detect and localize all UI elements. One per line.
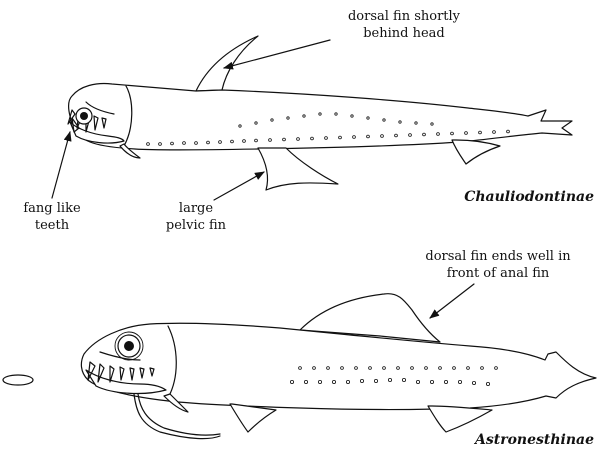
top-label-teeth-line2: teeth xyxy=(35,218,70,233)
bottom-label-dorsal-line1: dorsal fin ends well in xyxy=(425,249,571,264)
bottom-dorsal-arrow xyxy=(430,284,474,318)
chauliodontinae-fish xyxy=(68,36,572,190)
top-label-teeth-line1: fang like xyxy=(23,201,81,216)
top-label-teeth: fang like teeth xyxy=(23,201,81,233)
top-label-pelvic-line1: large xyxy=(179,201,213,216)
top-pelvic-arrow xyxy=(214,172,264,200)
top-label-dorsal: dorsal fin shortly behind head xyxy=(348,9,461,41)
top-body xyxy=(69,84,572,150)
bottom-pelvic-fin xyxy=(230,404,276,432)
astronesthinae-fish xyxy=(3,294,596,439)
top-anal-fin xyxy=(452,140,500,164)
top-label-pelvic-line2: pelvic fin xyxy=(166,218,227,233)
bottom-label-dorsal: dorsal fin ends well in front of anal fi… xyxy=(425,249,571,281)
top-label-pelvic: large pelvic fin xyxy=(166,201,227,233)
top-title: Chauliodontinae xyxy=(464,189,594,205)
top-teeth-arrow xyxy=(52,132,70,198)
top-label-dorsal-line1: dorsal fin shortly xyxy=(348,9,461,24)
top-pelvic-fin xyxy=(258,148,338,190)
top-dorsal-fin xyxy=(196,36,258,91)
bottom-anal-fin xyxy=(428,406,492,432)
bottom-label-dorsal-line2: front of anal fin xyxy=(447,266,550,281)
top-label-dorsal-line2: behind head xyxy=(363,26,445,41)
left-fragment xyxy=(3,375,33,385)
bottom-body xyxy=(81,323,596,409)
bottom-title: Astronesthinae xyxy=(473,432,594,448)
